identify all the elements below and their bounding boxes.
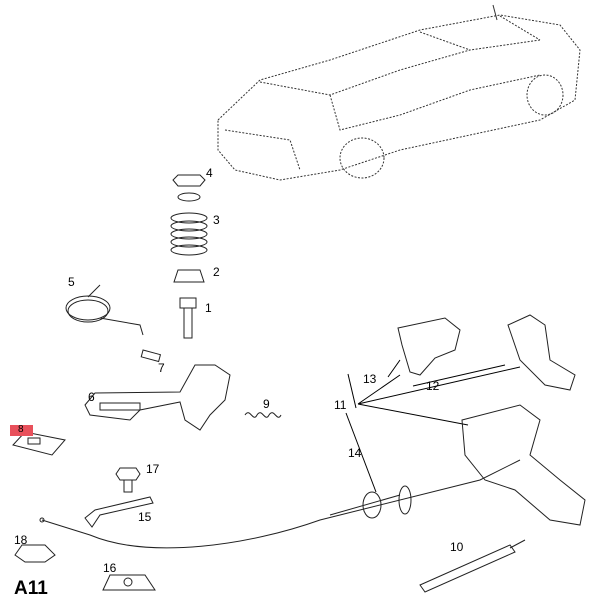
leader-lines — [345, 359, 521, 493]
part-16-nut — [102, 574, 156, 591]
callout-6: 6 — [88, 390, 95, 404]
part-washer — [177, 192, 201, 202]
part-12-handle — [507, 314, 576, 391]
highlight-box-part-8 — [10, 425, 33, 436]
callout-2: 2 — [213, 265, 220, 279]
part-17-bolt — [115, 467, 141, 493]
callout-14: 14 — [348, 446, 362, 460]
callout-9: 9 — [263, 397, 270, 411]
callout-3: 3 — [213, 213, 220, 227]
part-8-clip — [12, 431, 66, 456]
callout-8: 8 — [18, 424, 24, 435]
part-14-grommet — [329, 485, 412, 519]
callout-15: 15 — [138, 510, 152, 524]
callout-16: 16 — [103, 561, 117, 575]
part-10-tool — [419, 539, 526, 593]
part-1-bolt — [179, 297, 197, 339]
part-18-clip — [14, 544, 56, 563]
callout-10: 10 — [450, 540, 464, 554]
callout-11: 11 — [334, 398, 347, 412]
part-9-spring — [244, 412, 282, 418]
release-cable — [39, 459, 521, 549]
part-2-bushing — [173, 269, 205, 283]
callout-18: 18 — [14, 533, 28, 547]
callout-17: 17 — [146, 462, 160, 476]
callout-13: 13 — [363, 372, 377, 386]
callout-1: 1 — [205, 301, 212, 315]
callout-7: 7 — [158, 361, 165, 375]
part-13-latch — [397, 317, 461, 376]
part-15-bracket — [84, 496, 154, 528]
release-handle-assembly — [461, 404, 586, 526]
part-6-bracket — [84, 364, 231, 431]
part-3-spring — [170, 212, 208, 256]
car-illustration — [217, 4, 581, 181]
part-4-nut — [172, 174, 206, 187]
part-5-spring — [65, 284, 144, 336]
diagram-title: A11 — [14, 578, 48, 599]
callout-5: 5 — [68, 275, 75, 289]
callout-4: 4 — [206, 166, 213, 180]
callout-12: 12 — [426, 379, 440, 393]
part-7-bolt — [140, 349, 162, 363]
